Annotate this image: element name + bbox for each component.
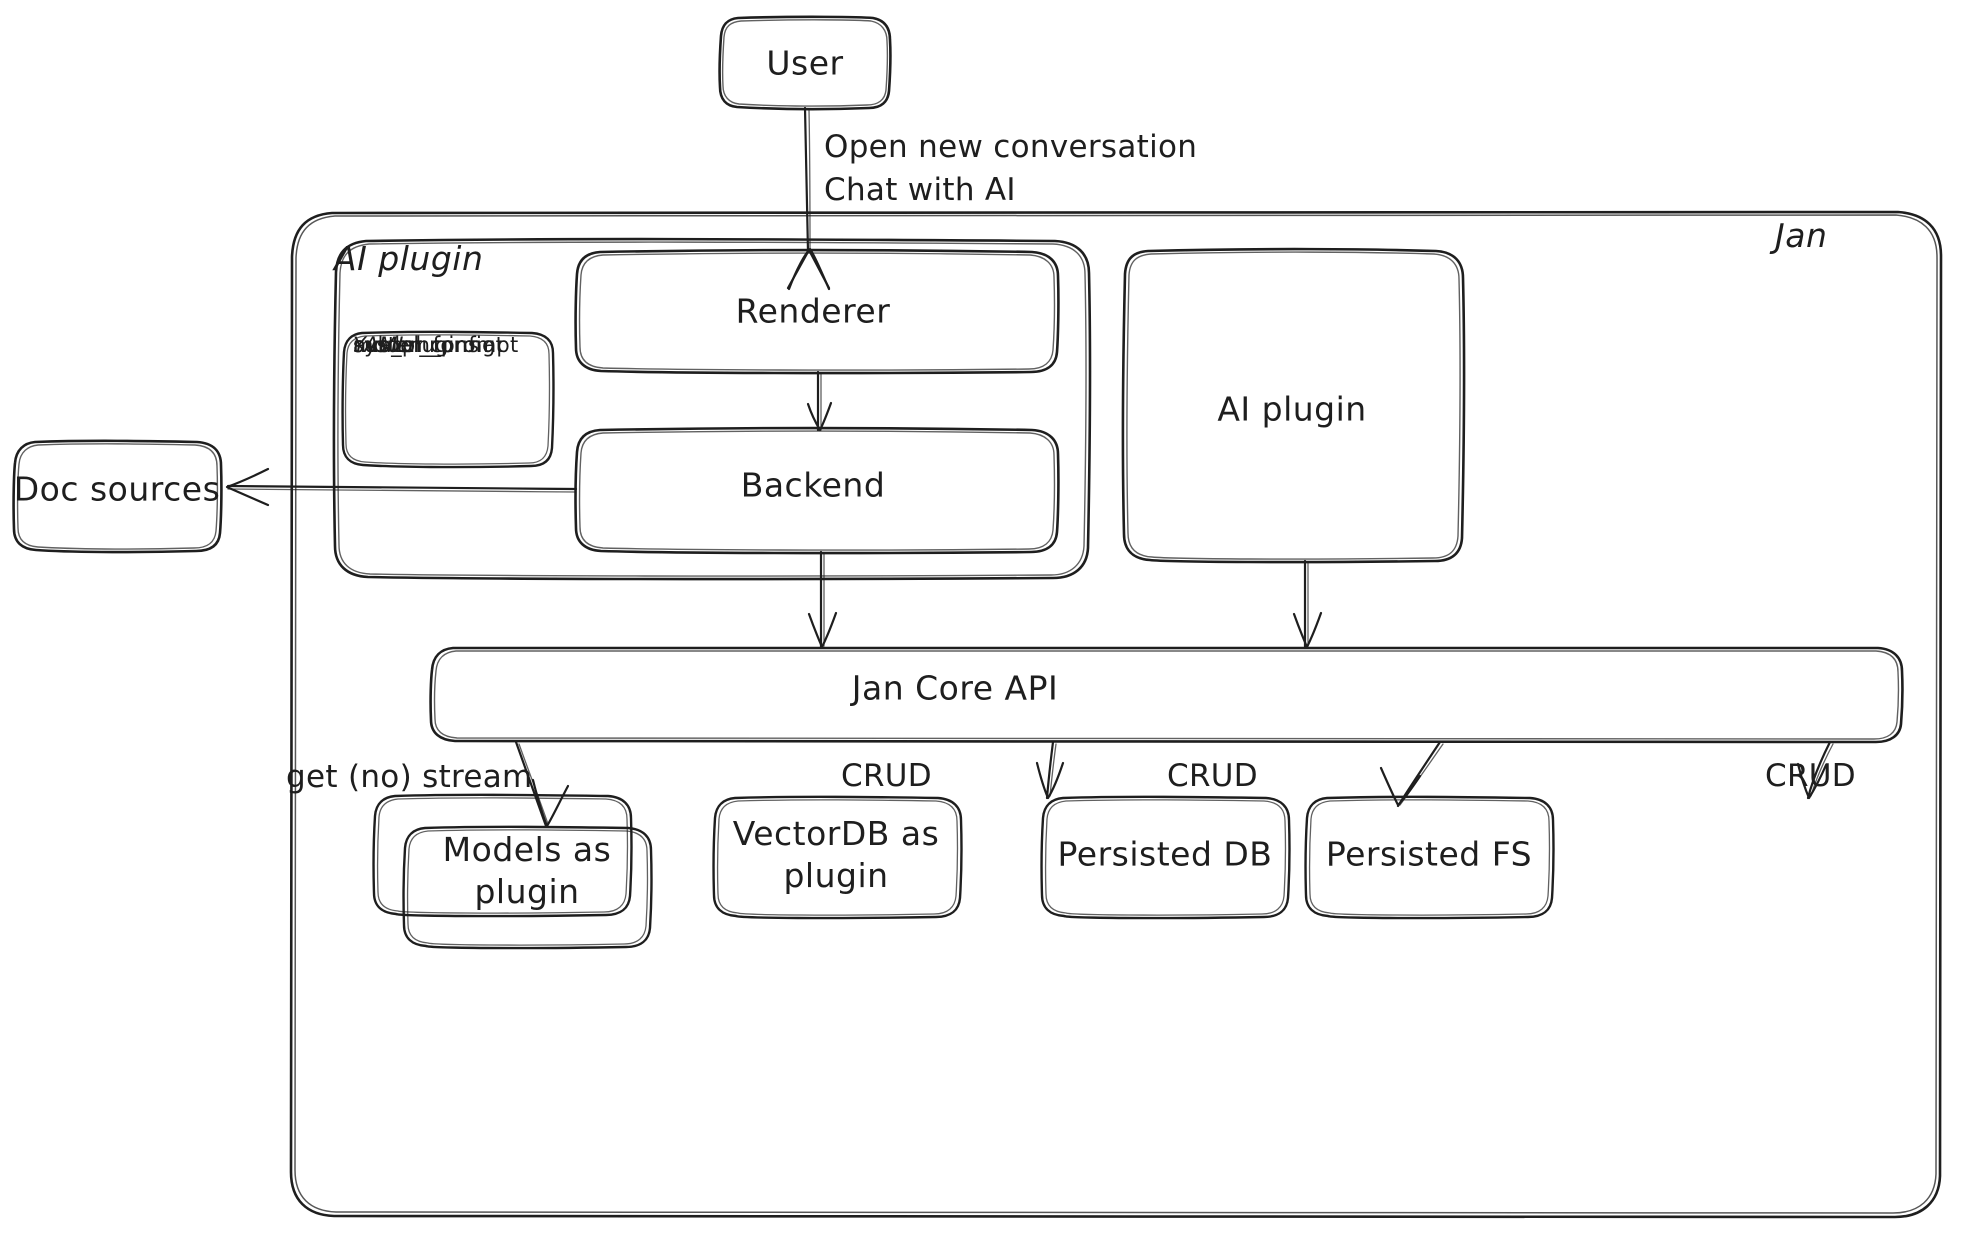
edge-label-crud-vectordb: CRUD [841,758,932,794]
node-vectordb-as-plugin[interactable] [714,796,962,919]
node-doc-sources-outline [12,439,223,554]
node-yaml-card[interactable] [343,331,554,468]
node-models-wrapper-outline [372,793,633,918]
group-label-jan: Jan [1775,216,1828,255]
node-label-renderer[interactable]: Renderer [735,291,891,331]
node-label-ai-plugin[interactable]: AI plugin [1217,389,1367,429]
yaml-line-2: model_config [353,333,496,357]
edge-core-api-to-persisted-fs [1796,740,1834,800]
node-vectordb-as-plugin-outline [712,795,963,920]
vectordb-label-line-2: plugin [783,856,889,895]
node-backend-outline [574,426,1060,555]
node-persisted-db-outline [1040,795,1291,920]
edge-core-api-to-persisted-db [1379,740,1444,808]
edge-backend-to-core-api [807,550,838,650]
edge-label-get-no-stream: get (no) stream [286,759,533,795]
node-persisted-fs-outline [1304,795,1555,920]
node-models-as-plugin-outline [402,825,653,950]
node-label-backend[interactable]: Backend [740,465,886,505]
models-label-line-1: Models as [442,829,612,869]
node-yaml-card-outline [341,330,555,469]
edge-backend-to-doc-sources [225,467,578,507]
edge-core-api-to-vectordb [1035,740,1065,800]
node-doc-sources[interactable] [13,440,222,553]
node-label-user[interactable]: User [766,43,844,83]
edge-label-crud-persisted-fs: CRUD [1765,758,1856,794]
edge-renderer-to-backend [806,370,833,432]
node-label-persisted-fs[interactable]: Persisted FS [1325,834,1533,874]
group-label-ai-plugin: AI plugin [334,239,484,278]
yaml-line-3: avatar_format [353,333,505,357]
node-persisted-fs[interactable] [1306,796,1554,919]
node-renderer-outline [574,248,1060,375]
node-ai-plugin[interactable] [1124,249,1465,563]
node-persisted-db[interactable] [1042,796,1290,919]
node-ai-plugin-outline [1121,247,1466,564]
edge-ai-plugin-to-core-api [1292,559,1323,650]
node-label-jan-core-api[interactable]: Jan Core API [851,668,1059,708]
node-label-doc-sources[interactable]: Doc sources [13,469,221,509]
group-ai-plugin-outline [332,237,1092,581]
vectordb-label-line-1: VectorDB as [732,813,940,853]
yaml-line-0: YAML: [353,333,417,357]
edge-user-to-renderer [786,106,831,291]
node-renderer[interactable] [576,250,1059,374]
edge-label-crud-persisted-db: CRUD [1167,758,1258,794]
yaml-line-4: sub_plugins [353,333,480,357]
edge-core-api-to-models [514,740,570,828]
yaml-line-1: system_prompt [353,333,519,357]
node-user[interactable] [720,17,891,110]
node-label-persisted-db[interactable]: Persisted DB [1057,834,1273,874]
node-backend[interactable] [576,428,1059,554]
node-user-outline [718,15,892,111]
node-models-as-plugin[interactable] [404,826,652,949]
edge-label-line-2: Chat with AI [824,171,1016,208]
edge-label-line-1: Open new conversation [824,129,1198,165]
node-jan-core-api[interactable] [431,646,1903,744]
models-label-line-2: plugin [474,872,580,911]
